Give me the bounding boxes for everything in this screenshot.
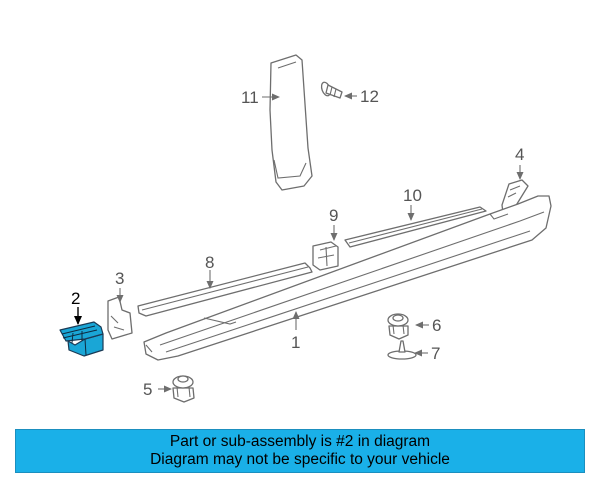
parts-diagram: 11 12 4 10 9 8 1 [59, 54, 552, 403]
callout-5: 5 [143, 380, 152, 399]
callout-9: 9 [329, 206, 338, 225]
part-2-highlighted-bracket [59, 321, 104, 357]
part-6-push-nut [387, 313, 409, 340]
part-9-clip [312, 241, 339, 271]
callout-12: 12 [360, 87, 379, 106]
callout-1: 1 [291, 333, 300, 352]
part-8-molding [137, 262, 313, 317]
info-banner: Part or sub-assembly is #2 in diagram Di… [15, 429, 585, 473]
part-11-pillar-trim [269, 54, 313, 191]
callout-10: 10 [403, 186, 422, 205]
banner-line-1: Part or sub-assembly is #2 in diagram [169, 433, 431, 450]
part-10-molding [344, 206, 487, 248]
part-12-screw [320, 81, 343, 99]
callout-11: 11 [241, 88, 259, 107]
callout-2: 2 [71, 289, 80, 308]
banner-line-2: Diagram may not be specific to your vehi… [150, 451, 450, 468]
part-7-pin-clip [387, 340, 417, 360]
callout-7: 7 [431, 344, 440, 363]
part-1-rocker-panel [143, 195, 552, 361]
part-5-clip [172, 375, 195, 403]
callout-6: 6 [432, 316, 441, 335]
callout-3: 3 [115, 269, 124, 288]
callout-8: 8 [205, 253, 214, 272]
callout-4: 4 [515, 145, 524, 164]
part-3-mount [107, 296, 133, 340]
